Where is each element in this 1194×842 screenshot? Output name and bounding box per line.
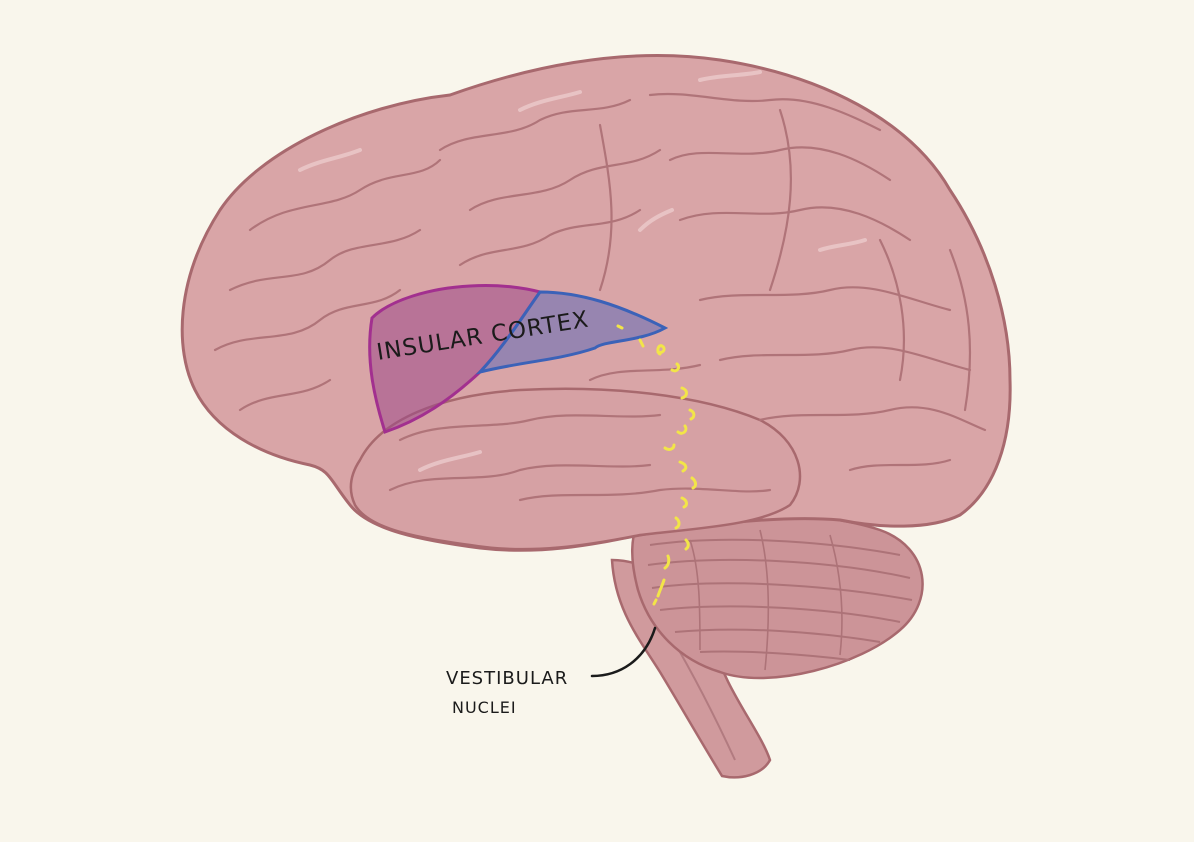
vestibular-pathway xyxy=(616,324,697,606)
cerebellum xyxy=(630,510,924,680)
insular-cortex-posterior xyxy=(475,290,669,375)
vestibular-label-line2: NUCLEI xyxy=(452,698,517,717)
vestibular-pointer-line xyxy=(590,626,657,678)
vestibular-label-line1: VESTIBULAR xyxy=(446,668,568,689)
temporal-lobe xyxy=(349,387,802,551)
gyri xyxy=(213,92,987,502)
highlights xyxy=(298,70,867,472)
